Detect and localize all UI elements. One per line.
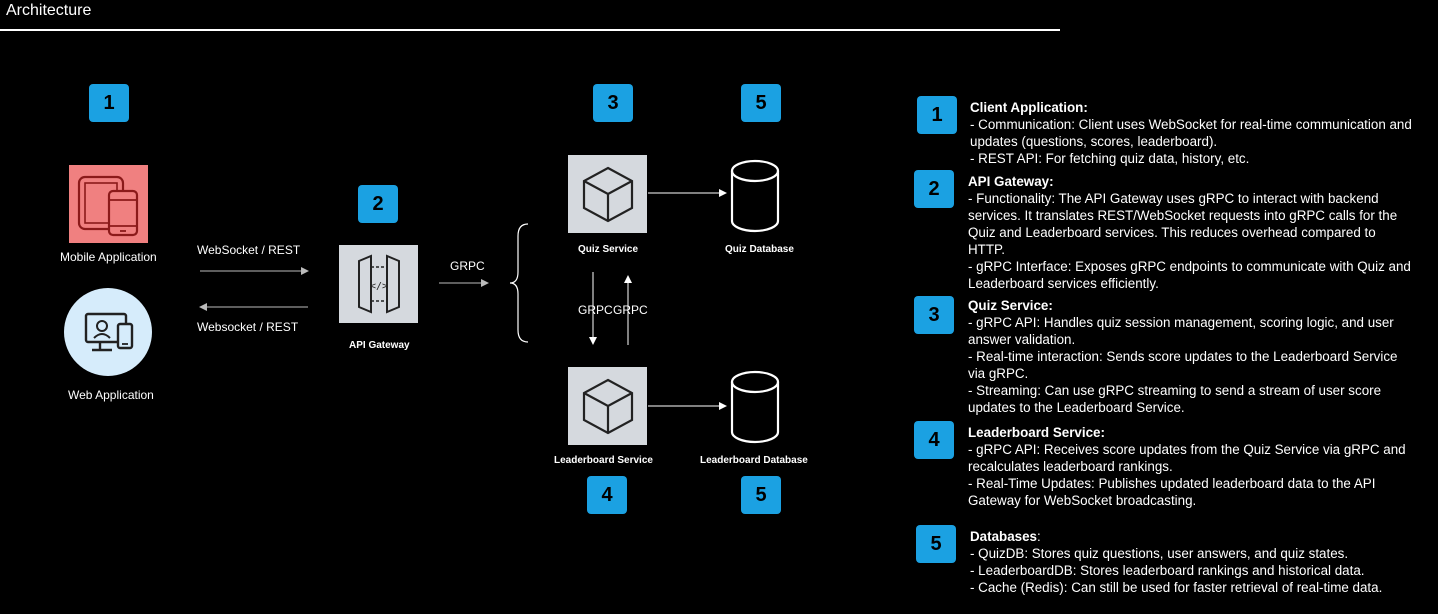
legend-line: - Functionality: The API Gateway uses gR…	[968, 191, 1398, 257]
badge-quiz-db: 5	[741, 84, 781, 122]
edge-label-grpc-up: GRPC	[613, 303, 648, 317]
api-gateway-icon: </>	[339, 245, 418, 323]
svg-text:</>: </>	[369, 281, 387, 292]
legend-line: - Streaming: Can use gRPC streaming to s…	[968, 383, 1382, 415]
quiz-db-label: Quiz Database	[725, 244, 794, 255]
web-app-icon	[64, 288, 152, 376]
edge-label-ws-rest-in: WebSocket / REST	[197, 243, 301, 257]
edge-label-grpc-gateway: GRPC	[450, 259, 485, 273]
leaderboard-service-label: Leaderboard Service	[554, 455, 653, 466]
legend-heading: API Gateway:	[968, 174, 1054, 189]
legend-item-client: Client Application: - Communication: Cli…	[970, 99, 1415, 167]
quiz-db-icon	[729, 159, 781, 234]
leaderboard-db-icon	[729, 370, 781, 445]
quiz-service-icon	[568, 155, 647, 233]
legend-badge-2: 2	[914, 170, 954, 208]
badge-gateway: 2	[358, 185, 398, 223]
mobile-app-icon	[69, 165, 148, 243]
mobile-app-label: Mobile Application	[60, 250, 157, 264]
legend-line: - Real-time interaction: Sends score upd…	[968, 349, 1398, 381]
legend-line: - REST API: For fetching quiz data, hist…	[970, 151, 1250, 166]
badge-client: 1	[89, 84, 129, 122]
web-app-label: Web Application	[68, 388, 154, 402]
legend-badge-5: 5	[916, 525, 956, 563]
legend-item-databases: Databases: - QuizDB: Stores quiz questio…	[970, 528, 1415, 596]
api-gateway-node: </> API Gateway	[339, 245, 418, 353]
legend-badge-1: 1	[917, 96, 957, 134]
legend-line: - Communication: Client uses WebSocket f…	[970, 117, 1412, 149]
page-title: Architecture	[6, 2, 92, 19]
legend-badge-4: 4	[914, 421, 954, 459]
legend-badge-3: 3	[914, 296, 954, 334]
legend-line: - QuizDB: Stores quiz questions, user an…	[970, 546, 1349, 561]
leaderboard-db-label: Leaderboard Database	[700, 455, 808, 466]
legend-heading: Quiz Service:	[968, 298, 1053, 313]
edge-label-grpc-down: GRPC	[578, 303, 613, 317]
badge-quiz-service: 3	[593, 84, 633, 122]
legend-line: - Real-Time Updates: Publishes updated l…	[968, 476, 1376, 508]
legend-heading: Databases	[970, 529, 1037, 544]
legend-line: - gRPC API: Handles quiz session managem…	[968, 315, 1394, 347]
services-brace	[509, 223, 529, 343]
legend-heading-suffix: :	[1037, 529, 1041, 544]
badge-leaderboard-service: 4	[587, 476, 627, 514]
quiz-service-label: Quiz Service	[578, 244, 639, 255]
legend-heading: Client Application:	[970, 100, 1088, 115]
legend-line: - LeaderboardDB: Stores leaderboard rank…	[970, 563, 1365, 578]
title-divider	[0, 29, 1060, 31]
edge-label-ws-rest-out: Websocket / REST	[197, 320, 299, 334]
legend-line: - gRPC API: Receives score updates from …	[968, 442, 1406, 474]
legend-item-leaderboard-service: Leaderboard Service: - gRPC API: Receive…	[968, 424, 1413, 509]
leaderboard-service-icon	[568, 367, 647, 445]
legend-item-quiz-service: Quiz Service: - gRPC API: Handles quiz s…	[968, 297, 1413, 416]
badge-leaderboard-db: 5	[741, 476, 781, 514]
legend-line: - gRPC Interface: Exposes gRPC endpoints…	[968, 259, 1411, 291]
legend-item-gateway: API Gateway: - Functionality: The API Ga…	[968, 173, 1413, 292]
api-gateway-label: API Gateway	[349, 340, 410, 351]
legend-line: - Cache (Redis): Can still be used for f…	[970, 580, 1383, 595]
legend-heading: Leaderboard Service:	[968, 425, 1105, 440]
